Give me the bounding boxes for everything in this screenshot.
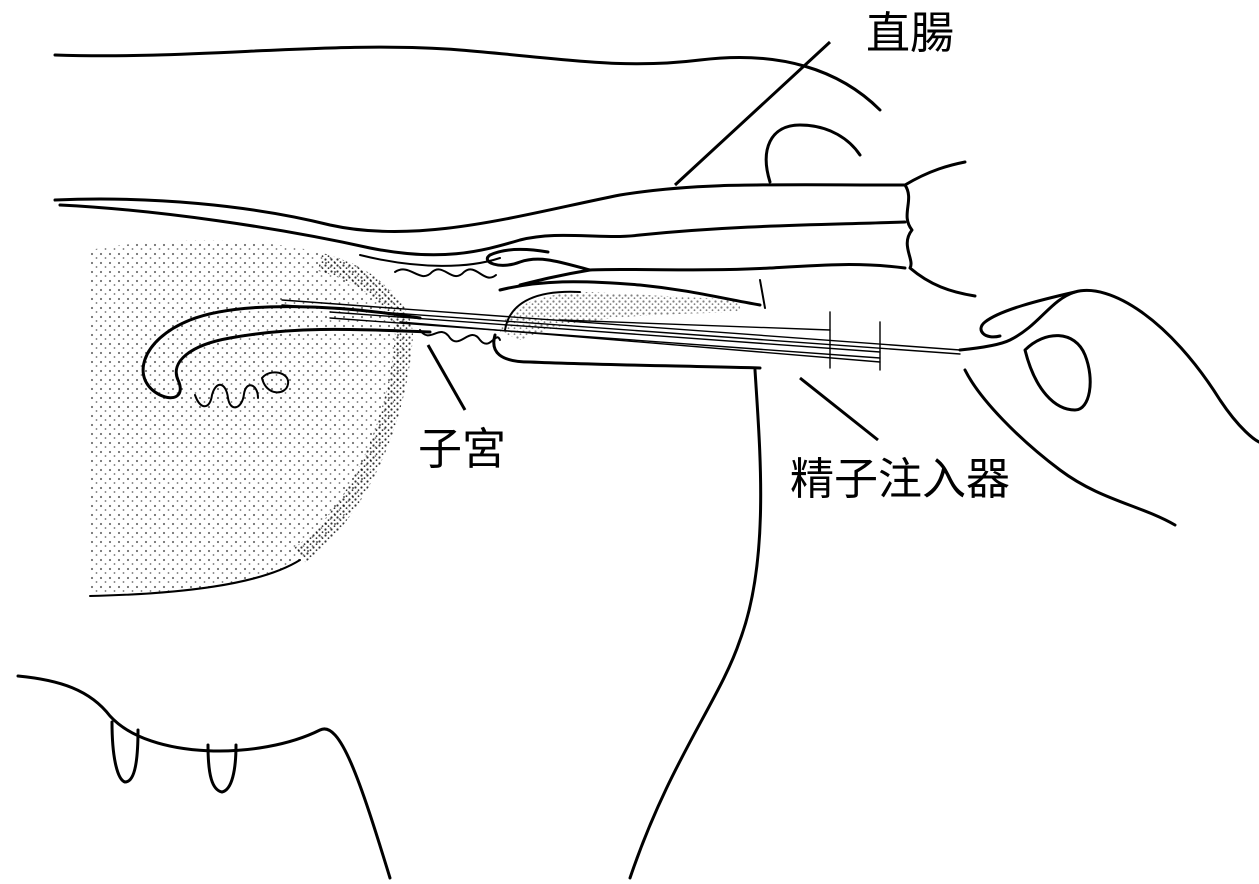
- rectum-leader: [675, 42, 830, 185]
- rectum-inner: [360, 255, 500, 266]
- injector-leader: [800, 378, 878, 440]
- arm-outline: [905, 162, 975, 296]
- gloved-hand: [487, 249, 590, 285]
- uterus-leader: [428, 345, 465, 410]
- rectum-label: 直腸: [866, 12, 954, 56]
- arm-lower: [590, 265, 905, 270]
- rear-leg-outline: [630, 370, 761, 878]
- uterus-label: 子宮: [418, 428, 506, 472]
- udder-outline: [18, 676, 390, 878]
- uterus-body: [90, 240, 405, 596]
- cow-back-outline: [55, 47, 880, 110]
- operator-knuckle: [1025, 336, 1090, 410]
- teat-left: [112, 722, 138, 782]
- tail-outline: [766, 125, 860, 182]
- sperm-injector-label: 精子注入器: [790, 458, 1010, 502]
